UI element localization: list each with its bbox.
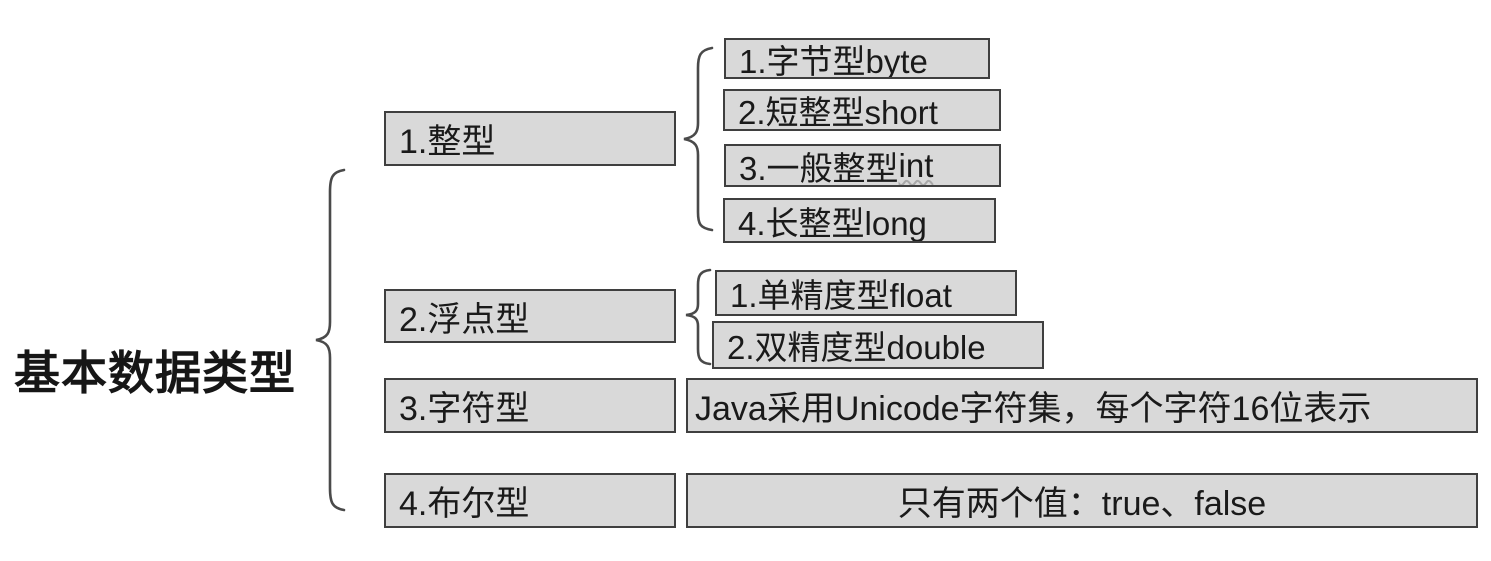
note-box-boolean: 只有两个值：true、false bbox=[686, 473, 1478, 528]
note-text-boolean: 只有两个值：true、false bbox=[897, 485, 1267, 523]
root-label: 基本数据类型 bbox=[14, 347, 296, 399]
note-box-char: Java采用Unicode字符集，每个字符16位表示 bbox=[686, 378, 1478, 433]
leaf-label-int-keyword: int bbox=[898, 146, 934, 184]
leaf-label-long: 4.长整型long bbox=[738, 204, 927, 242]
leaf-label-byte: 1.字节型byte bbox=[739, 42, 928, 79]
leaf-box-double: 2.双精度型double bbox=[712, 321, 1044, 369]
integer-group-brace bbox=[683, 46, 714, 232]
branch-label-integer: 1.整型 bbox=[399, 123, 496, 161]
branch-box-float: 2.浮点型 bbox=[384, 289, 676, 343]
leaf-label-short: 2.短整型short bbox=[738, 94, 938, 131]
leaf-box-long: 4.长整型long bbox=[723, 198, 996, 243]
leaf-label-float: 1.单精度型float bbox=[730, 277, 952, 314]
root-brace bbox=[315, 168, 346, 512]
leaf-box-float: 1.单精度型float bbox=[715, 270, 1017, 316]
branch-label-boolean: 4.布尔型 bbox=[399, 485, 530, 523]
branch-box-char: 3.字符型 bbox=[384, 378, 676, 433]
leaf-label-int: 3.一般整型 bbox=[739, 149, 899, 187]
leaf-label-double: 2.双精度型double bbox=[727, 329, 986, 366]
leaf-box-short: 2.短整型short bbox=[723, 89, 1001, 131]
branch-box-integer: 1.整型 bbox=[384, 111, 676, 166]
leaf-box-byte: 1.字节型byte bbox=[724, 38, 990, 79]
float-group-brace bbox=[685, 268, 712, 366]
branch-box-boolean: 4.布尔型 bbox=[384, 473, 676, 528]
branch-label-char: 3.字符型 bbox=[399, 390, 530, 428]
branch-label-float: 2.浮点型 bbox=[399, 300, 530, 339]
note-text-char: Java采用Unicode字符集，每个字符16位表示 bbox=[695, 390, 1372, 428]
